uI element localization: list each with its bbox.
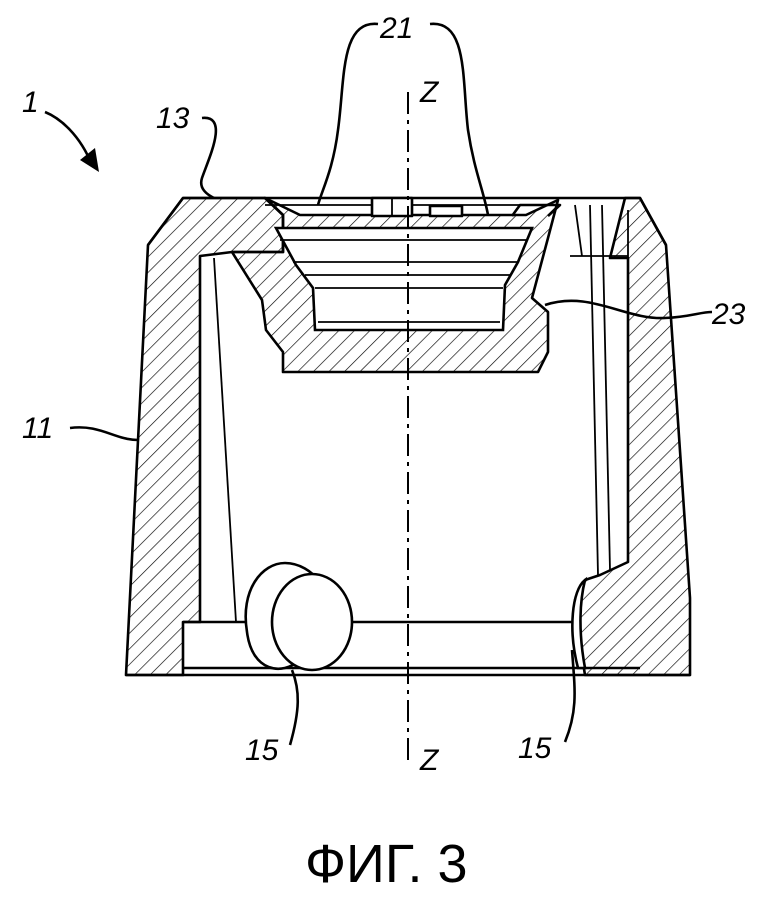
label-nozzle: 21 [379,12,413,45]
label-lug-right: 15 [518,732,552,765]
figure-caption: ФИГ. 3 [305,834,468,894]
label-body: 11 [22,412,53,445]
label-lug-left: 15 [245,734,279,767]
label-axis-bottom: Z [419,744,440,777]
leader-15-left [290,670,298,745]
leader-11 [70,427,138,440]
arrowhead-1 [80,148,99,172]
label-insert: 23 [711,298,746,331]
label-axis-top: Z [419,76,440,109]
lug-left-front [272,574,352,670]
leader-21 [318,24,488,215]
insert-cavity [276,228,532,330]
leader-13 [201,118,216,198]
label-assembly: 1 [22,86,39,119]
leader-15-right [565,650,575,742]
label-top-face: 13 [156,102,190,135]
